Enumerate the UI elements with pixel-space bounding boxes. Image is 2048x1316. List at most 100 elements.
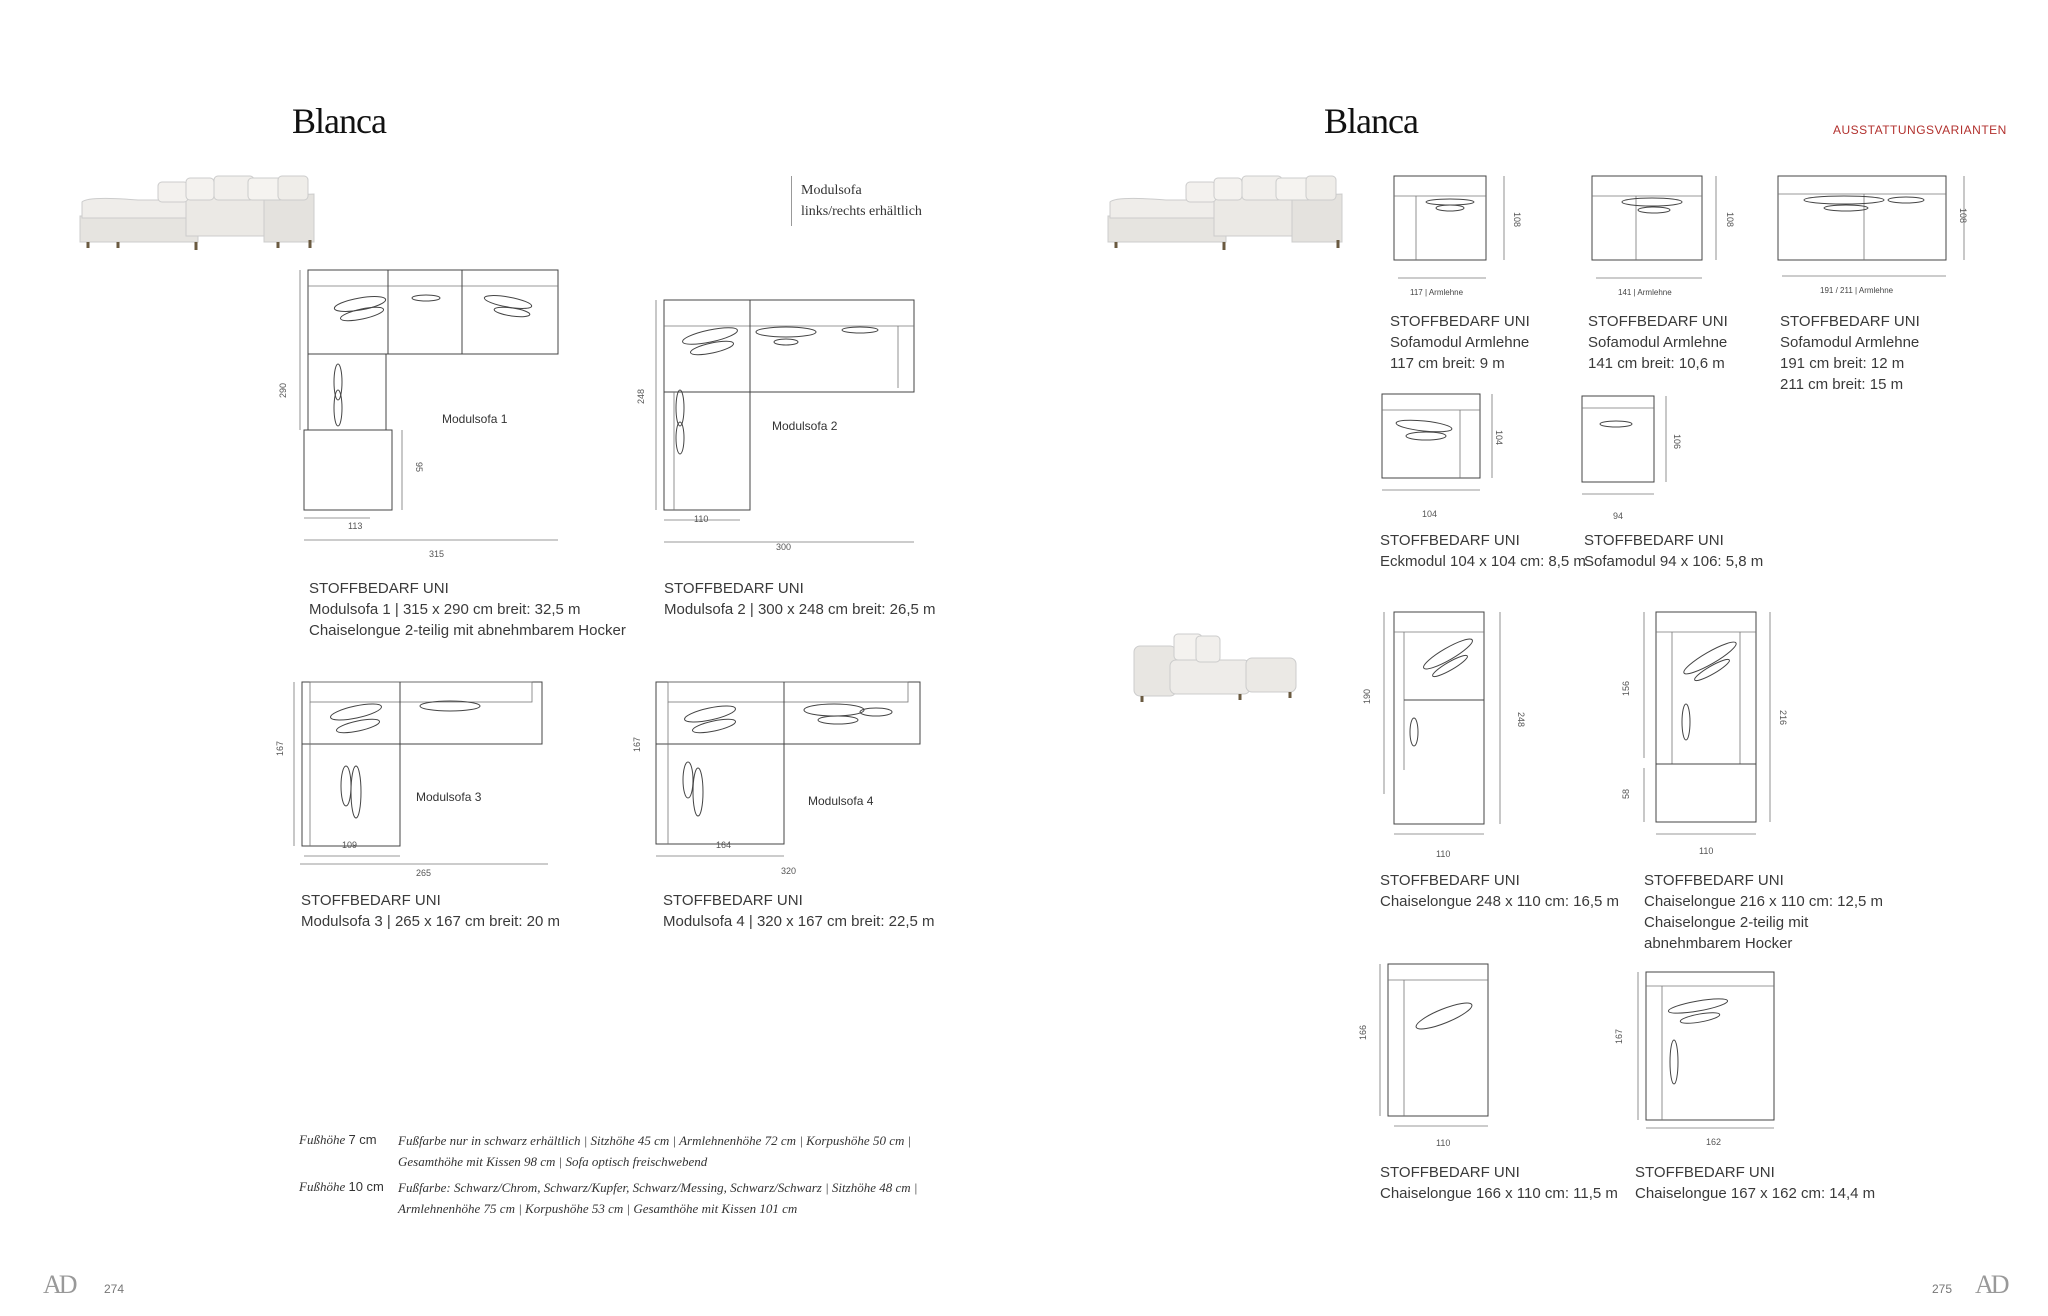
footnote-2-label: Fußhöhe 10 cm xyxy=(299,1179,384,1195)
chaise-248-h1: 190 xyxy=(1362,688,1372,704)
module-191-caption: 191 / 211 | Armlehne xyxy=(1820,286,1894,295)
modulsofa-3-drawing xyxy=(293,681,543,857)
footnote-1-label: Fußhöhe 7 cm xyxy=(299,1132,377,1148)
spec-line: 191 cm breit: 12 m xyxy=(1780,355,1905,372)
chaise-248-width: 110 xyxy=(1436,849,1451,859)
footnote-value: 10 cm xyxy=(348,1179,384,1194)
modulsofa-3-width: 265 xyxy=(416,868,432,878)
modulsofa-1-spec: STOFFBEDARF UNI Modulsofa 1 | 315 x 290 … xyxy=(309,578,626,641)
spec-line: Chaiselongue 248 x 110 cm: 16,5 m xyxy=(1380,893,1620,910)
chaise-167-drawing xyxy=(1637,971,1775,1129)
brand-logo-right: AD xyxy=(1975,1270,2010,1299)
chaise-166-h1: 166 xyxy=(1358,1024,1368,1040)
modulsofa-2-spec: STOFFBEDARF UNI Modulsofa 2 | 300 x 248 … xyxy=(664,578,936,620)
chaise-167-spec: STOFFBEDARF UNI Chaiselongue 167 x 162 c… xyxy=(1635,1162,1875,1204)
chaise-216-h1: 156 xyxy=(1621,680,1631,696)
fabric-heading: STOFFBEDARF UNI xyxy=(301,892,441,909)
chaise-166-spec: STOFFBEDARF UNI Chaiselongue 166 x 110 c… xyxy=(1380,1162,1618,1204)
page-title-left: Blanca xyxy=(292,101,387,141)
spec-line: Chaiselongue 167 x 162 cm: 14,4 m xyxy=(1635,1185,1876,1202)
modulsofa-1-height: 290 xyxy=(278,382,288,398)
footnote-value: 7 cm xyxy=(348,1132,377,1147)
fabric-heading: STOFFBEDARF UNI xyxy=(1390,313,1530,330)
chaise-216-h2: 216 xyxy=(1778,710,1788,726)
fabric-heading: STOFFBEDARF UNI xyxy=(1588,313,1728,330)
modulsofa-1-w1: 113 xyxy=(348,521,363,531)
footnote-line: Gesamthöhe mit Kissen 98 cm | Sofa optis… xyxy=(398,1154,708,1169)
modulsofa-1-width: 315 xyxy=(429,549,445,559)
chaise-167-h1: 167 xyxy=(1614,1028,1624,1044)
modulsofa-3-spec: STOFFBEDARF UNI Modulsofa 3 | 265 x 167 … xyxy=(301,890,560,932)
module-corner-spec: STOFFBEDARF UNI Eckmodul 104 x 104 cm: 8… xyxy=(1380,530,1586,572)
module-117-drawing xyxy=(1393,175,1505,279)
footnote-1-text: Fußfarbe nur in schwarz erhältlich | Sit… xyxy=(398,1130,911,1172)
spec-line: Sofamodul Armlehne xyxy=(1588,334,1728,351)
spec-line: Modulsofa 1 | 315 x 290 cm breit: 32,5 m xyxy=(309,601,581,618)
spec-line: Sofamodul Armlehne xyxy=(1780,334,1920,351)
spec-line: Chaiselongue 2-teilig mit xyxy=(1644,914,1809,931)
module-141-caption: 141 | Armlehne xyxy=(1618,288,1672,297)
module-corner-drawing xyxy=(1381,393,1493,491)
chaise-216-spec: STOFFBEDARF UNI Chaiselongue 216 x 110 c… xyxy=(1644,870,1883,954)
fabric-heading: STOFFBEDARF UNI xyxy=(1380,532,1520,549)
fabric-heading: STOFFBEDARF UNI xyxy=(1380,872,1520,889)
spec-line: Chaiselongue 216 x 110 cm: 12,5 m xyxy=(1644,893,1884,910)
module-141-drawing xyxy=(1591,175,1717,279)
modulsofa-3-w1: 109 xyxy=(342,840,358,850)
chaise-248-spec: STOFFBEDARF UNI Chaiselongue 248 x 110 c… xyxy=(1380,870,1619,912)
footnote-line: Fußfarbe: Schwarz/Chrom, Schwarz/Kupfer,… xyxy=(398,1180,918,1195)
spec-line: Chaiselongue 2-teilig mit abnehmbarem Ho… xyxy=(309,622,626,639)
module-191-spec: STOFFBEDARF UNI Sofamodul Armlehne 191 c… xyxy=(1780,311,1920,395)
fabric-heading: STOFFBEDARF UNI xyxy=(663,892,803,909)
chaise-216-h3: 58 xyxy=(1621,788,1631,799)
sofa-photo-right xyxy=(1107,175,1343,250)
modulsofa-4-w1: 164 xyxy=(716,840,732,850)
modulsofa-1-depth: 95 xyxy=(414,462,424,473)
modulsofa-4-spec: STOFFBEDARF UNI Modulsofa 4 | 320 x 167 … xyxy=(663,890,935,932)
spec-line: abnehmbarem Hocker xyxy=(1644,935,1793,952)
chaise-248-drawing xyxy=(1383,611,1501,835)
modulsofa-3-label: Modulsofa 3 xyxy=(416,790,482,804)
modulsofa-2-drawing xyxy=(655,299,915,543)
spec-line: Chaiselongue 166 x 110 cm: 11,5 m xyxy=(1380,1185,1618,1202)
module-117-caption: 117 | Armlehne xyxy=(1410,288,1464,297)
module-corner-caption: 104 xyxy=(1422,509,1438,519)
subtitle-divider xyxy=(791,176,792,226)
modulsofa-2-label: Modulsofa 2 xyxy=(772,419,838,433)
brand-logo-left: AD xyxy=(43,1270,78,1299)
modulsofa-2-height: 248 xyxy=(636,388,646,404)
modulsofa-1-drawing xyxy=(299,269,559,541)
chaise-216-width: 110 xyxy=(1699,846,1714,856)
chaise-166-drawing xyxy=(1379,963,1489,1127)
fabric-heading: STOFFBEDARF UNI xyxy=(309,580,449,597)
chaise-248-h2: 248 xyxy=(1516,712,1526,728)
spec-line: 141 cm breit: 10,6 m xyxy=(1588,355,1725,372)
modulsofa-4-drawing xyxy=(655,681,921,857)
module-117-spec: STOFFBEDARF UNI Sofamodul Armlehne 117 c… xyxy=(1390,311,1530,374)
modulsofa-3-height: 167 xyxy=(275,740,285,756)
modulsofa-3-width-line xyxy=(300,863,548,865)
footnote-line: Armlehnenhöhe 75 cm | Korpushöhe 53 cm |… xyxy=(398,1201,798,1216)
module-94-depth: 106 xyxy=(1672,434,1682,450)
module-191-drawing xyxy=(1777,175,1965,277)
subtitle-line2: links/rechts erhältlich xyxy=(801,204,922,219)
modulsofa-4-label: Modulsofa 4 xyxy=(808,794,874,808)
module-94-drawing xyxy=(1581,395,1667,495)
footnote-2-text: Fußfarbe: Schwarz/Chrom, Schwarz/Kupfer,… xyxy=(398,1177,917,1219)
module-94-caption: 94 xyxy=(1613,511,1624,521)
spec-line: Modulsofa 2 | 300 x 248 cm breit: 26,5 m xyxy=(664,601,936,618)
spec-line: Eckmodul 104 x 104 cm: 8,5 m xyxy=(1380,553,1586,570)
module-191-depth: 108 xyxy=(1958,208,1968,224)
section-label: AUSSTATTUNGSVARIANTEN xyxy=(1833,123,2007,137)
page-number-right: 275 xyxy=(1932,1282,1953,1296)
subtitle: Modulsofa links/rechts erhältlich xyxy=(801,180,922,222)
modulsofa-4-width: 320 xyxy=(781,866,797,876)
modulsofa-4-height: 167 xyxy=(632,736,642,752)
spec-line: 117 cm breit: 9 m xyxy=(1390,355,1505,372)
footnote-label: Fußhöhe xyxy=(299,1179,346,1194)
module-141-spec: STOFFBEDARF UNI Sofamodul Armlehne 141 c… xyxy=(1588,311,1728,374)
modulsofa-2-width: 300 xyxy=(776,542,792,552)
spec-line: Modulsofa 3 | 265 x 167 cm breit: 20 m xyxy=(301,913,561,930)
fabric-heading: STOFFBEDARF UNI xyxy=(1584,532,1724,549)
page-title-right: Blanca xyxy=(1324,101,1419,141)
